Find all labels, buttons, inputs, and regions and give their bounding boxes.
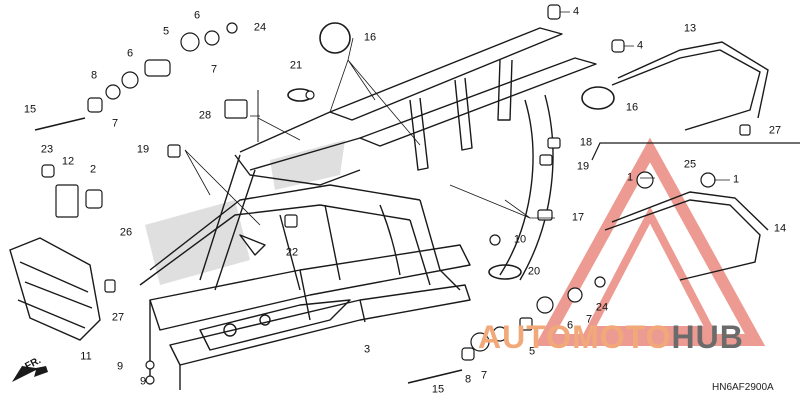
callout-8a: 8 — [90, 69, 98, 82]
callout-19a: 19 — [136, 143, 150, 156]
callout-12: 12 — [61, 155, 75, 168]
callout-7d: 7 — [480, 369, 488, 382]
callout-15b: 15 — [431, 383, 445, 396]
shading — [145, 140, 345, 285]
callout-19b: 19 — [576, 160, 590, 173]
callout-5b: 5 — [528, 345, 536, 358]
inset-frame — [591, 142, 800, 161]
callout-4b: 4 — [636, 39, 644, 52]
callout-10: 10 — [513, 233, 527, 246]
callout-9b: 9 — [139, 375, 147, 388]
callout-24b: 24 — [595, 301, 609, 314]
leader-lines — [184, 11, 730, 226]
small-parts — [41, 4, 751, 385]
callout-22: 22 — [285, 246, 299, 259]
callout-27b: 27 — [768, 124, 782, 137]
callout-27a: 27 — [111, 311, 125, 324]
front-bumper — [9, 237, 101, 341]
watermark-text-part1: AUTOMOTO — [478, 319, 672, 355]
callout-6c: 6 — [566, 319, 574, 332]
rear-carrier-14 — [604, 191, 769, 281]
callout-14: 14 — [773, 222, 787, 235]
callout-6b: 6 — [126, 47, 134, 60]
diagram-code: HN6AF2900A — [712, 382, 774, 393]
callout-2: 2 — [89, 163, 97, 176]
callout-28: 28 — [198, 109, 212, 122]
callout-3: 3 — [363, 343, 371, 356]
callout-23: 23 — [40, 143, 54, 156]
callout-9a: 9 — [116, 360, 124, 373]
callout-16b: 16 — [625, 101, 639, 114]
callout-1b: 1 — [732, 173, 740, 186]
callout-26: 26 — [119, 226, 133, 239]
callout-15a: 15 — [23, 103, 37, 116]
callout-24a: 24 — [253, 21, 267, 34]
watermark-text: AUTOMOTOHUB — [478, 319, 744, 356]
bolts-15 — [34, 117, 463, 384]
callout-21: 21 — [289, 59, 303, 72]
frame-main — [139, 27, 597, 390]
callout-7a: 7 — [210, 63, 218, 76]
callout-8b: 8 — [464, 373, 472, 386]
callout-5a: 5 — [162, 25, 170, 38]
callout-7c: 7 — [585, 313, 593, 326]
callout-6a: 6 — [193, 9, 201, 22]
callout-7b: 7 — [111, 117, 119, 130]
clamps-16 — [287, 22, 615, 280]
callout-11: 11 — [80, 350, 92, 363]
front-direction-arrow — [12, 366, 48, 382]
callout-16a: 16 — [363, 31, 377, 44]
watermark-text-part2: HUB — [671, 319, 744, 355]
callout-18: 18 — [579, 136, 593, 149]
watermark-logo — [534, 137, 766, 346]
callout-25: 25 — [683, 158, 697, 171]
callout-4a: 4 — [572, 5, 580, 18]
callout-13: 13 — [683, 22, 697, 35]
callout-20: 20 — [527, 265, 541, 278]
callout-1a: 1 — [626, 171, 634, 184]
callout-17: 17 — [571, 211, 585, 224]
rear-carrier-13 — [611, 41, 769, 131]
